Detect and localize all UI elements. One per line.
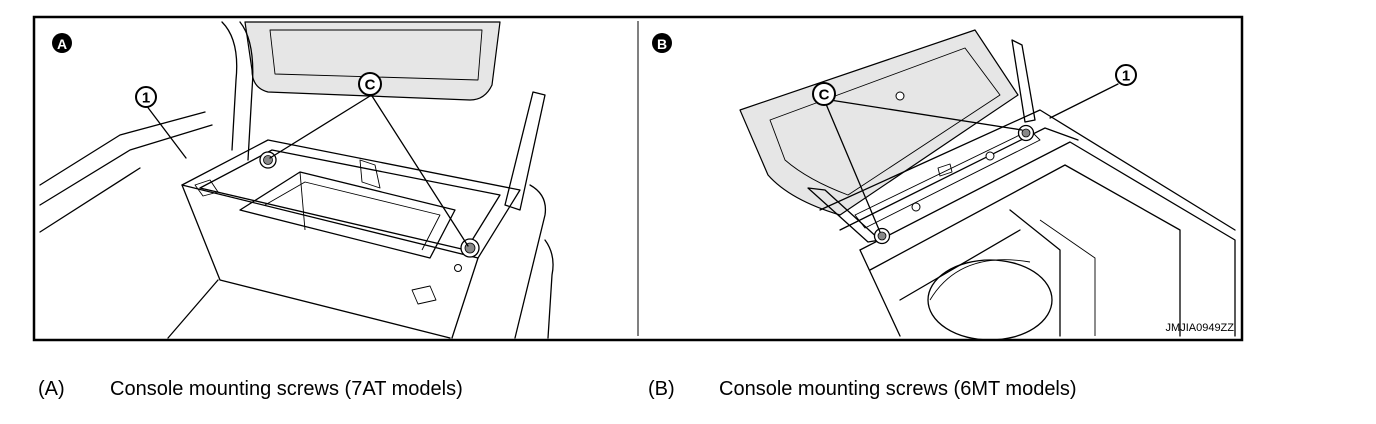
panel-a-badge: A: [52, 33, 72, 53]
panel-a-letter: A: [57, 36, 67, 52]
panel-b-part-callout: 1: [1115, 64, 1137, 86]
panel-b-screw-callout: C: [812, 82, 836, 106]
panel-b-part-number: 1: [1122, 68, 1130, 85]
panel-b-badge: B: [652, 33, 672, 53]
caption-b-text: Console mounting screws (6MT models): [719, 378, 1077, 400]
panel-b-letter: B: [657, 36, 667, 52]
caption-a-text: Console mounting screws (7AT models): [110, 378, 463, 400]
panel-b-drawing: [739, 29, 1236, 341]
panel-a-screw-callout: C: [358, 72, 382, 96]
panel-a-drawing: [39, 21, 554, 339]
panel-b-screw-letter: C: [819, 87, 830, 104]
caption-a-letter: (A): [38, 378, 65, 400]
reference-code: JMJIA0949ZZ: [1166, 322, 1235, 334]
panel-a-part-number: 1: [142, 90, 150, 107]
panel-a-screw-letter: C: [365, 77, 376, 94]
figure-frame: [32, 15, 1244, 342]
caption-b-letter: (B): [648, 378, 675, 400]
panel-a-part-callout: 1: [135, 86, 157, 108]
armrest-lid-b: [739, 29, 1019, 216]
